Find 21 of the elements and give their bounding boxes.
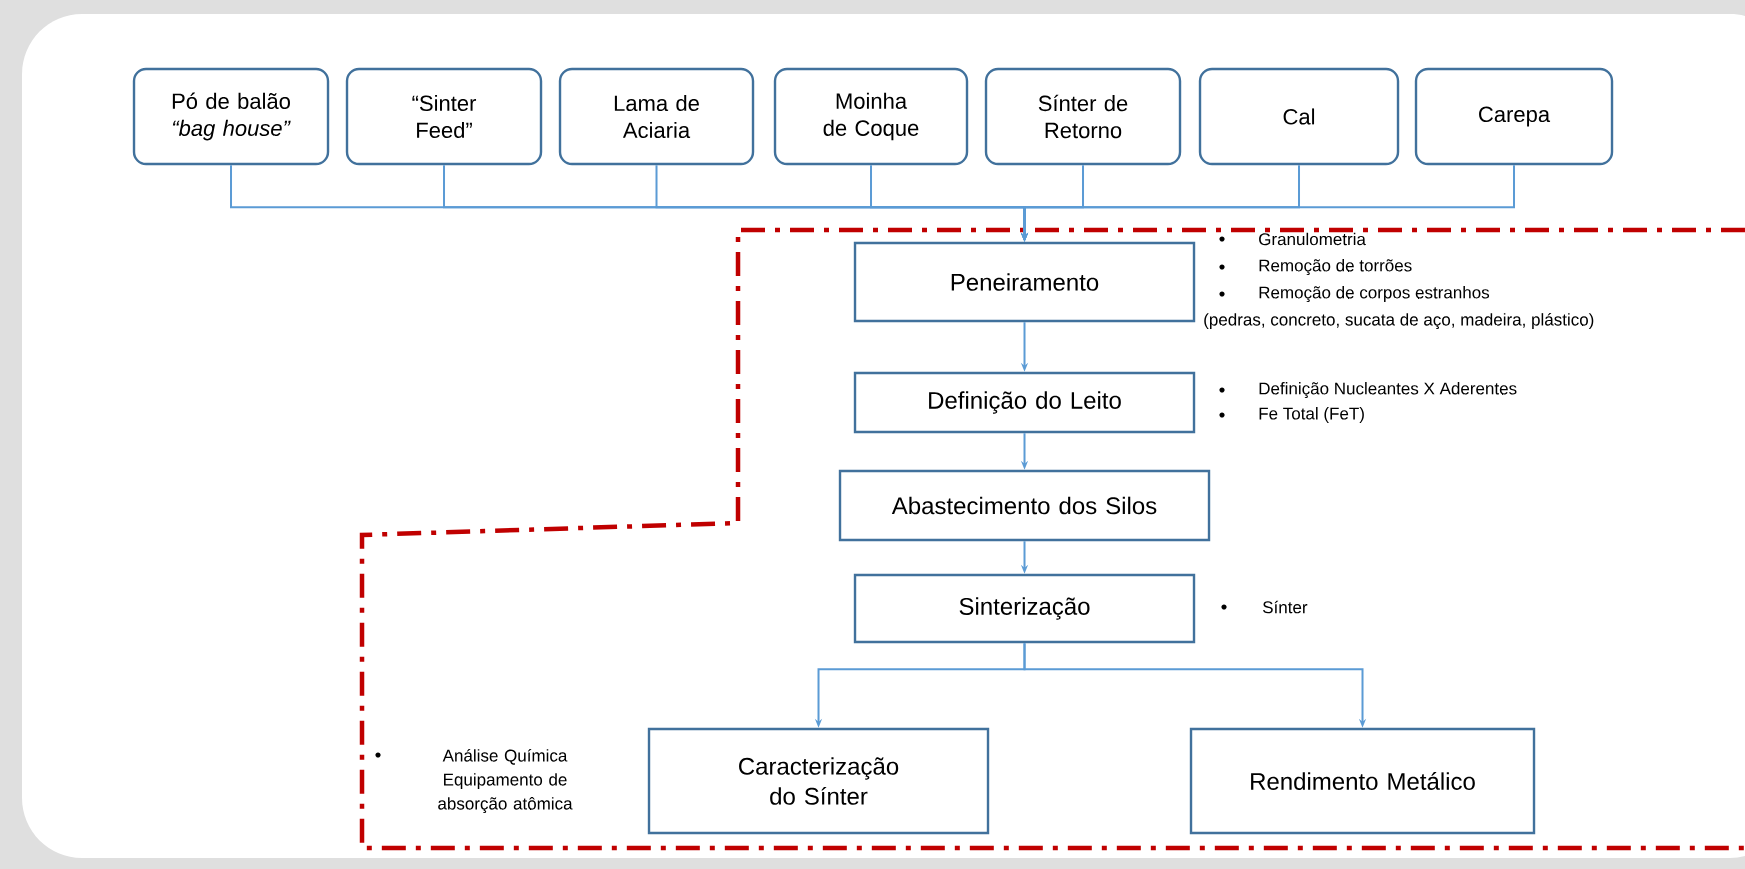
note-text: Fe Total (FeT) [1219,407,1364,423]
note-text: Remoção de corpos estranhos [1219,286,1490,302]
process-box: Caracterização do Sínter [647,727,990,835]
note-text: Definição Nucleantes X Aderentes [1219,382,1517,398]
source-box: Cal [1198,67,1400,166]
source-box: Sínter de Retorno [984,67,1182,166]
process-box: Definição do Leito [853,371,1196,434]
source-box: Carepa [1414,67,1614,166]
source-box: Lama de Aciaria [558,67,755,166]
process-box: Abastecimento dos Silos [838,469,1211,542]
process-box: Rendimento Metálico [1189,727,1536,835]
note-text: Remoção de torrões [1219,259,1412,275]
note-text: (pedras, concreto, sucata de aço, madeira, plástico) [1204,312,1594,330]
process-box: Peneiramento [853,241,1196,323]
note-text: Granulometria [1219,232,1366,246]
note-text: Análise Química Equipamento de absorção atômica [375,748,573,814]
source-box: Pó de balão “bag house” [132,67,330,166]
note-text: Sínter [1221,600,1308,614]
process-box: Sinterização [853,573,1196,644]
source-box: “Sinter Feed” [345,67,543,166]
source-box: Moinha de Coque [773,67,969,166]
